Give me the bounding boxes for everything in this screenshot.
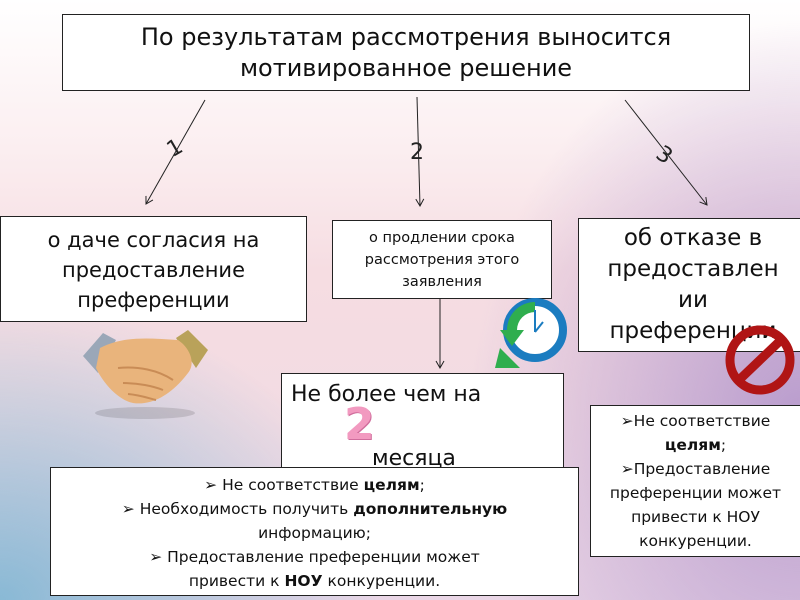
refusal-reason-2: ➢Предоставление преференции может привес… [595,457,796,553]
extension-reason-1: ➢ Не соответствие целям; [51,473,578,497]
arrow-3 [624,99,708,206]
reason-bold: целям [664,436,721,454]
branch-extension-box: о продлении срока рассмотрения этого зая… [332,220,552,299]
extension-reasons-box: ➢ Не соответствие целям; ➢ Необходимость… [50,467,579,596]
refusal-line: предоставлен [607,256,779,282]
refusal-line: ии [678,287,708,313]
reason-text: конкуренции. [322,572,441,590]
bullet-icon: ➢ [620,460,634,478]
bullet-icon: ➢ [149,548,163,566]
consent-line: предоставление [61,258,245,282]
bullet-icon: ➢ [121,500,135,518]
arrow-2 [415,96,425,208]
reason-text: Не соответствие [633,412,771,430]
reason-text: Необходимость получить [139,500,354,518]
extension-line: заявления [402,274,482,290]
extension-digit: 2 [344,399,375,450]
arrow-1 [145,99,206,205]
reason-text: Предоставление преференции может привест… [609,460,782,550]
handshake-icon [83,330,208,419]
decision-title-box: По результатам рассмотрения выносится мо… [62,14,750,91]
reason-text: ; [419,476,425,494]
consent-line: о даче согласия на [47,228,260,252]
reason-bold: НОУ [284,572,323,590]
extension-suffix: месяца [372,446,456,471]
reason-text: Не соответствие [222,476,364,494]
reason-text: информацию; [258,524,371,542]
extension-reason-3: ➢ Предоставление преференции может приве… [51,545,578,593]
refusal-line: об отказе в [623,225,763,251]
extension-period-box: Не более чем на 2 месяца [281,373,564,473]
extension-prefix: Не более чем на [291,382,482,407]
title-line-1: По результатам рассмотрения выносится [140,23,672,51]
extension-line: рассмотрения этого [364,252,520,268]
reason-bold: дополнительную [353,500,508,518]
branch-number-2: 2 [410,140,424,165]
branch-refusal-box: об отказе в предоставлен ии преференции [578,218,800,352]
reason-text: ; [720,436,727,454]
extension-line: о продлении срока [369,230,515,246]
reason-bold: целям [363,476,420,494]
bullet-icon: ➢ [620,412,634,430]
extension-reason-2: ➢ Необходимость получить дополнительную и… [51,497,578,545]
branch-consent-box: о даче согласия на предоставление префер… [0,216,307,322]
no-entry-icon [725,325,795,395]
bullet-icon: ➢ [204,476,218,494]
clock-refresh-icon [495,298,567,368]
refusal-reason-1: ➢Не соответствие целям; [595,409,796,457]
reason-text: Предоставление преференции может привест… [167,548,480,590]
consent-line: преференции [77,288,230,312]
title-line-2: мотивированное решение [239,54,573,82]
